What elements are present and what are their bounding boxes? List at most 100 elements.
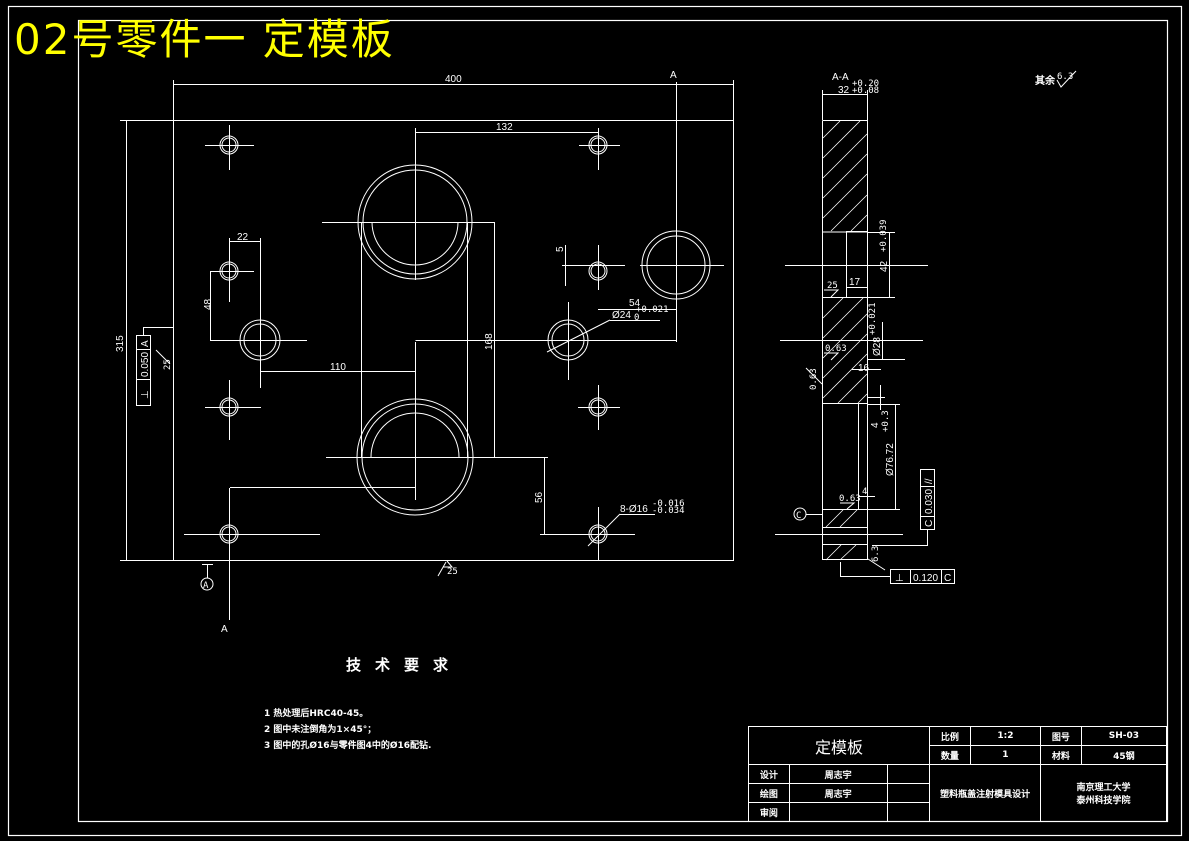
section-label: A-A xyxy=(832,72,849,83)
guide-hole xyxy=(579,128,620,170)
tol-lower: +0.08 xyxy=(852,86,879,96)
review-name xyxy=(788,802,888,822)
dim-315: 315 xyxy=(115,335,126,352)
tech-item: 3 图中的孔Ø16与零件图4中的Ø16配钻. xyxy=(264,741,432,751)
inner-frame xyxy=(77,19,1169,823)
perp-symbol: ⊥ xyxy=(140,390,151,399)
guide-hole xyxy=(562,245,625,290)
part-name: 定模板 xyxy=(747,726,931,765)
tol-28: +0.021 xyxy=(868,302,878,335)
school-line1: 南京理工大学 xyxy=(1076,783,1131,793)
project-name: 塑料瓶盖注射模具设计 xyxy=(929,764,1042,822)
material-label: 材料 xyxy=(1040,745,1082,765)
scale-label: 比例 xyxy=(929,726,971,746)
guide-hole xyxy=(210,255,254,302)
outer-frame xyxy=(7,5,1183,837)
perp-value: 0.050 xyxy=(140,352,151,377)
school: 南京理工大学 泰州科技学院 xyxy=(1040,764,1167,822)
tech-requirements-list: 1 热处理后HRC40-45。 2 图中未注倒角为1×45°； 3 图中的孔Ø1… xyxy=(264,706,431,754)
thickness-dim: 32 xyxy=(838,85,850,96)
material-value: 45钢 xyxy=(1080,745,1168,765)
tech-requirements-title: 技术要求 xyxy=(346,656,463,674)
qty-value: 1 xyxy=(969,745,1042,765)
locating-hole xyxy=(640,230,724,300)
section-hatch xyxy=(822,120,868,561)
dim-54: 54 xyxy=(629,298,641,309)
roughness-bottom: 25 xyxy=(447,567,458,577)
perp-datum: C xyxy=(944,573,951,584)
tech-item: 1 热处理后HRC40-45。 xyxy=(264,709,369,719)
qty-label: 数量 xyxy=(929,745,971,765)
par-symbol: // xyxy=(924,478,935,484)
callout-dia24: Ø24 xyxy=(612,310,631,321)
school-line2: 泰州科技学院 xyxy=(1076,796,1131,806)
dim-42: 42 xyxy=(879,260,890,272)
guide-hole xyxy=(578,385,620,430)
section-view: A-A 32 +0.20 +0.08 xyxy=(775,72,955,584)
tol-upper: +0.20 xyxy=(852,79,879,89)
front-view: 400 315 132 A 168 xyxy=(115,70,734,635)
draw-name: 周志宇 xyxy=(788,783,888,803)
dim-132: 132 xyxy=(496,122,513,133)
perp-value: 0.120 xyxy=(913,573,938,584)
drawing-title: 02号零件一 定模板 xyxy=(14,15,395,64)
drawing-no-label: 图号 xyxy=(1040,726,1082,746)
dim-5: 5 xyxy=(555,246,566,252)
tol-lower: 0 xyxy=(634,313,639,323)
drawing-no: SH-03 xyxy=(1080,726,1168,746)
dim-56: 56 xyxy=(534,491,545,503)
perpendicularity-frame-bottom: ⊥ 0.120 C xyxy=(840,562,955,584)
dim-22: 22 xyxy=(237,232,249,243)
parallelism-frame: // 0.030 C xyxy=(872,469,935,546)
par-value: 0.030 xyxy=(924,489,935,514)
section-mark-a-bottom: A xyxy=(221,624,228,635)
design-extra xyxy=(886,764,931,784)
datum-a-marker xyxy=(200,577,214,591)
perp-symbol: ⊥ xyxy=(895,573,904,584)
design-name: 周志宇 xyxy=(788,764,888,784)
plate-outline xyxy=(173,120,734,561)
scale-value: 1:2 xyxy=(969,726,1042,746)
guide-hole xyxy=(184,488,320,620)
dim-400: 400 xyxy=(445,74,462,85)
roughness-r5: 6.3 xyxy=(871,546,881,562)
dim-4b: 4 xyxy=(862,487,867,497)
dim-110: 110 xyxy=(330,362,346,373)
dim-168: 168 xyxy=(484,333,495,350)
other-roughness-value: 6.3 xyxy=(1057,72,1073,82)
datum-c-label: C xyxy=(796,511,801,521)
tol-upper: -0.016 xyxy=(652,499,685,509)
roughness-r2: 0.63 xyxy=(825,344,847,354)
draw-extra xyxy=(886,783,931,803)
tech-item: 2 图中未注倒角为1×45°； xyxy=(264,725,377,735)
dim-4a: 4 xyxy=(870,422,881,428)
tol-lower: -0.034 xyxy=(652,506,685,516)
other-roughness: 其余 6.3 xyxy=(1035,70,1077,88)
dim-76: Ø76.72 xyxy=(885,443,896,476)
sprue-hole xyxy=(210,300,307,388)
roughness-r4: 0.63 xyxy=(809,368,819,390)
roughness-r3: 0.63 xyxy=(839,494,861,504)
tol-42: +0.039 xyxy=(879,219,889,252)
guide-hole xyxy=(205,380,261,440)
section-mark-a-top: A xyxy=(670,70,677,81)
dim-17: 17 xyxy=(849,277,861,288)
design-label: 设计 xyxy=(748,764,790,784)
other-roughness-label: 其余 xyxy=(1035,74,1056,87)
perp-datum: A xyxy=(140,340,151,347)
guide-hole xyxy=(205,125,254,170)
tol-upper: +0.021 xyxy=(636,305,669,315)
perpendicularity-frame-left: ⊥ 0.050 A xyxy=(136,327,173,406)
roughness-side: 25 xyxy=(163,359,173,370)
callout-8-dia16: 8-Ø16 xyxy=(620,504,648,515)
dim-48: 48 xyxy=(203,298,214,310)
par-datum: C xyxy=(924,520,935,527)
tol-76: +0.3 xyxy=(881,410,891,432)
dim-28: Ø28 xyxy=(872,337,883,356)
draw-label: 绘图 xyxy=(748,783,790,803)
review-extra xyxy=(886,802,931,822)
dim-16: 16 xyxy=(858,363,870,374)
review-label: 审阅 xyxy=(748,802,790,822)
datum-a-label: A xyxy=(203,581,209,591)
